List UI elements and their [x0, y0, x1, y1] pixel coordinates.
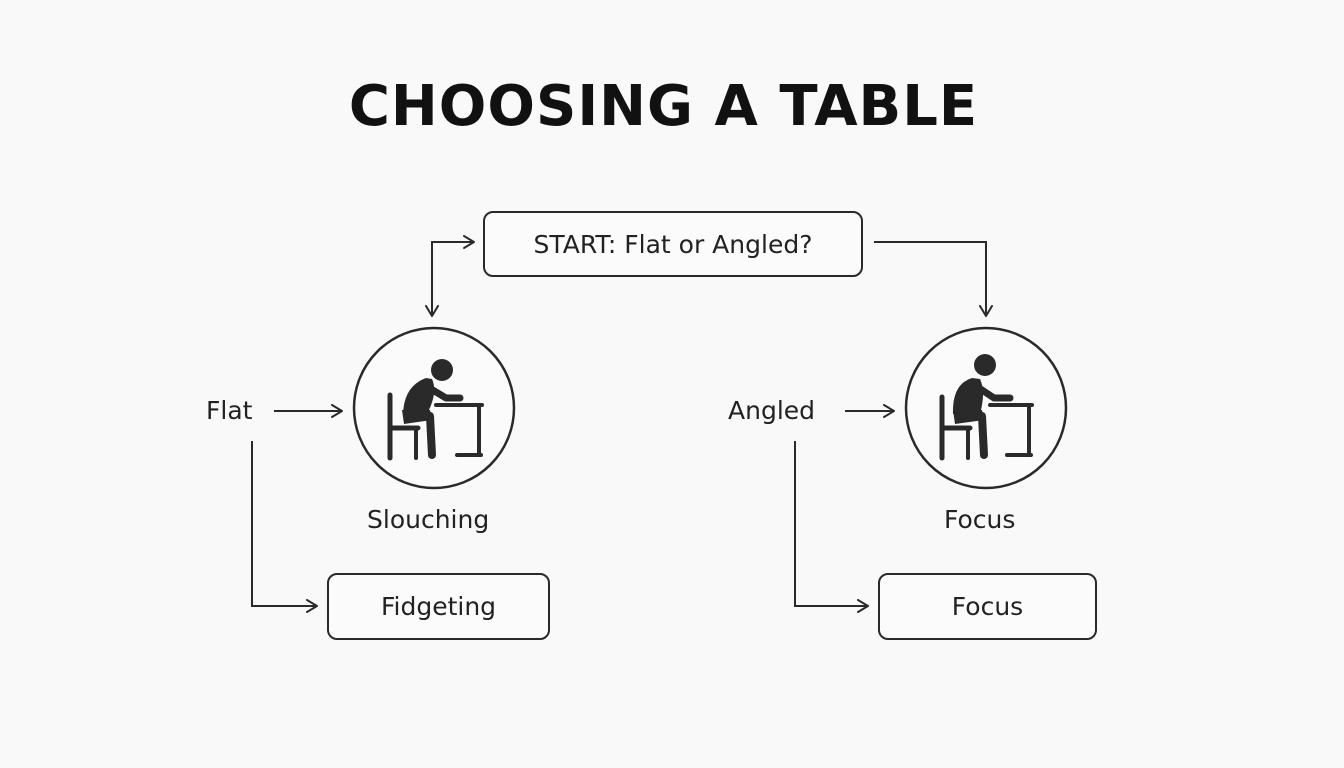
- angled-option-label: Angled: [728, 396, 816, 425]
- fidgeting-outcome-label: Fidgeting: [380, 592, 497, 621]
- focus-outcome-label: Focus: [951, 592, 1024, 621]
- start-decision-box: START: Flat or Angled?: [483, 211, 863, 277]
- slouching-person-at-desk-icon: [352, 326, 516, 490]
- start-decision-label: START: Flat or Angled?: [533, 229, 813, 259]
- arrow-flat-to-fidgeting: [251, 441, 318, 613]
- arrow-start-to-focus: [874, 241, 993, 317]
- upright-person-at-desk-icon: [904, 326, 1068, 490]
- arrow-start-to-slouching: [425, 235, 475, 317]
- focus-caption: Focus: [944, 505, 1016, 534]
- focus-outcome-box: Focus: [878, 573, 1097, 640]
- arrow-angled-to-focus-box: [794, 441, 869, 613]
- slouching-caption: Slouching: [367, 505, 490, 534]
- flat-option-label: Flat: [206, 396, 253, 425]
- fidgeting-outcome-box: Fidgeting: [327, 573, 550, 640]
- diagram-title: CHOOSING A TABLE: [348, 74, 979, 139]
